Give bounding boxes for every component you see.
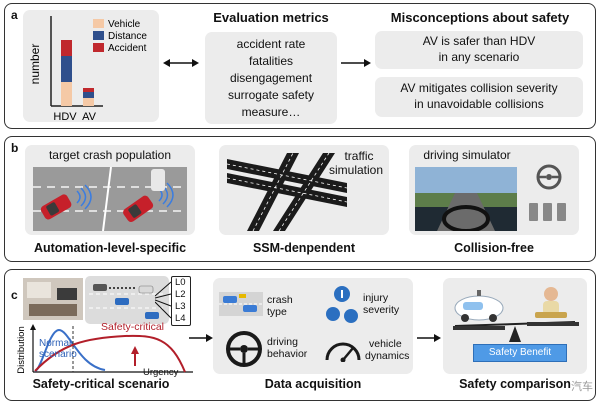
level-item: L2 xyxy=(175,289,186,300)
safety-benefit-banner: Safety Benefit xyxy=(473,344,567,362)
right-arrow-icon xyxy=(341,59,371,67)
legend-accident: Accident xyxy=(108,43,147,54)
legend-swatch-distance xyxy=(93,31,104,40)
normal-curve xyxy=(34,328,106,372)
watermark-text: 汽车 xyxy=(571,381,593,393)
critical-curve xyxy=(34,334,186,373)
traffic-caption-line1: traffic xyxy=(344,149,374,163)
misconception-box-1: AV is safer than HDV in any scenario xyxy=(375,31,583,69)
panel-c-label: c xyxy=(11,288,18,302)
steering-pedals-icon xyxy=(529,164,566,221)
critical-label: Safety-critical xyxy=(101,321,165,333)
tick-hdv: HDV xyxy=(53,111,77,122)
distribution-y-label: Distribution xyxy=(16,326,27,374)
collision-free-footer: Collision-free xyxy=(454,241,534,255)
metric-item: measure… xyxy=(241,105,301,119)
panel-b: b target crash population Aut xyxy=(4,136,596,262)
driving-simulator-box: driving simulator xyxy=(409,145,579,235)
injury-line1: injury xyxy=(363,292,389,304)
crash-type-line1: crash xyxy=(267,294,293,306)
simulator-caption: driving simulator xyxy=(423,148,511,162)
injury-icon xyxy=(326,286,358,323)
safety-comparison-footer: Safety comparison xyxy=(459,377,571,391)
speedometer-icon xyxy=(325,342,361,362)
bar-av-distance xyxy=(83,92,94,98)
legend-distance: Distance xyxy=(108,31,147,42)
panel-a: a number HDV AV Vehicle Distance Acciden… xyxy=(4,3,596,129)
legend-swatch-vehicle xyxy=(93,19,104,28)
injury-line2: severity xyxy=(363,304,400,316)
traffic-simulation-box: traffic simulation xyxy=(219,145,389,235)
level-item: L3 xyxy=(175,301,186,312)
bar-hdv-distance xyxy=(61,56,72,82)
bar-hdv-accident xyxy=(61,40,72,56)
scenario-thumbnail xyxy=(85,276,169,324)
right-arrow-icon xyxy=(189,334,213,342)
ssm-footer: SSM-denpendent xyxy=(252,241,356,255)
automation-level-footer: Automation-level-specific xyxy=(33,241,187,255)
metric-item: fatalities xyxy=(248,54,294,68)
legend-swatch-accident xyxy=(93,43,104,52)
legend-vehicle: Vehicle xyxy=(108,19,141,30)
chart-y-label: number xyxy=(28,44,42,85)
misconception-2-line2: in unavoidable collisions xyxy=(414,97,544,111)
crash-road-illustration xyxy=(33,167,187,231)
crash-population-caption: target crash population xyxy=(48,148,172,162)
meeting-photo xyxy=(23,278,83,320)
safety-benefit-label: Safety Benefit xyxy=(488,347,552,358)
vehicle-line2: dynamics xyxy=(365,350,410,362)
vehicle-line1: vehicle xyxy=(369,338,402,350)
evaluation-box: accident rate fatalities disengagement s… xyxy=(205,32,337,124)
evaluation-title: Evaluation metrics xyxy=(213,10,329,25)
tick-av: AV xyxy=(82,111,97,122)
safety-comparison-box: Safety Benefit xyxy=(443,278,587,374)
misconceptions-title: Misconceptions about safety xyxy=(390,10,570,25)
level-connector-lines xyxy=(155,281,172,319)
panel-a-label: a xyxy=(11,8,18,22)
panel-c: c L0 L2 L3 L4 Distribution xyxy=(4,269,596,401)
bar-hdv-vehicle xyxy=(61,82,72,106)
balance-scale-illustration xyxy=(453,287,579,342)
scenario-footer: Safety-critical scenario xyxy=(32,377,170,391)
red-car-icon xyxy=(123,195,154,223)
misconception-1-line1: AV is safer than HDV xyxy=(422,34,536,48)
metric-item: surrogate safety xyxy=(227,88,315,102)
normal-label-line2: scenario xyxy=(39,349,77,360)
crash-type-icon xyxy=(219,292,263,316)
data-acquisition-footer: Data acquisition xyxy=(264,377,362,391)
right-arrow-icon xyxy=(417,334,441,342)
driving-line1: driving xyxy=(267,336,298,348)
normal-label-line1: Normal xyxy=(39,338,71,349)
bar-chart-box: number HDV AV Vehicle Distance Accident xyxy=(23,10,159,123)
misconception-1-line2: in any scenario xyxy=(438,50,520,64)
data-acquisition-box: crash type injury severity driving behav… xyxy=(213,278,413,374)
double-arrow-icon xyxy=(163,59,199,67)
bar-chart: number HDV AV Vehicle Distance Accident xyxy=(28,16,147,123)
metric-item: accident rate xyxy=(236,37,306,51)
traffic-caption-line2: simulation xyxy=(328,163,384,177)
urgency-label: Urgency xyxy=(143,367,179,378)
misconception-2-line1: AV mitigates collision severity xyxy=(400,81,558,95)
bar-av-vehicle xyxy=(83,98,94,106)
crash-type-line2: type xyxy=(267,306,287,318)
traffic-network-illustration xyxy=(227,153,347,231)
red-car-icon xyxy=(40,194,72,220)
sensor-waves-icon xyxy=(76,184,92,210)
crash-population-box: target crash population xyxy=(25,145,195,235)
panel-b-label: b xyxy=(11,141,19,155)
steering-wheel-icon xyxy=(226,331,262,367)
misconception-box-2: AV mitigates collision severity in unavo… xyxy=(375,77,583,117)
level-item: L4 xyxy=(175,313,186,324)
automation-level-list: L0 L2 L3 L4 xyxy=(171,276,191,326)
distribution-chart: Distribution Normal scenario xyxy=(16,324,193,374)
driving-line2: behavior xyxy=(267,348,308,360)
human-driver-icon xyxy=(535,287,567,318)
up-arrow-icon xyxy=(131,346,139,366)
bar-av-accident xyxy=(83,88,94,92)
autonomous-car-icon xyxy=(454,290,504,322)
metric-item: disengagement xyxy=(229,71,313,85)
simulator-cockpit-illustration xyxy=(415,167,517,231)
level-item: L0 xyxy=(175,277,186,288)
